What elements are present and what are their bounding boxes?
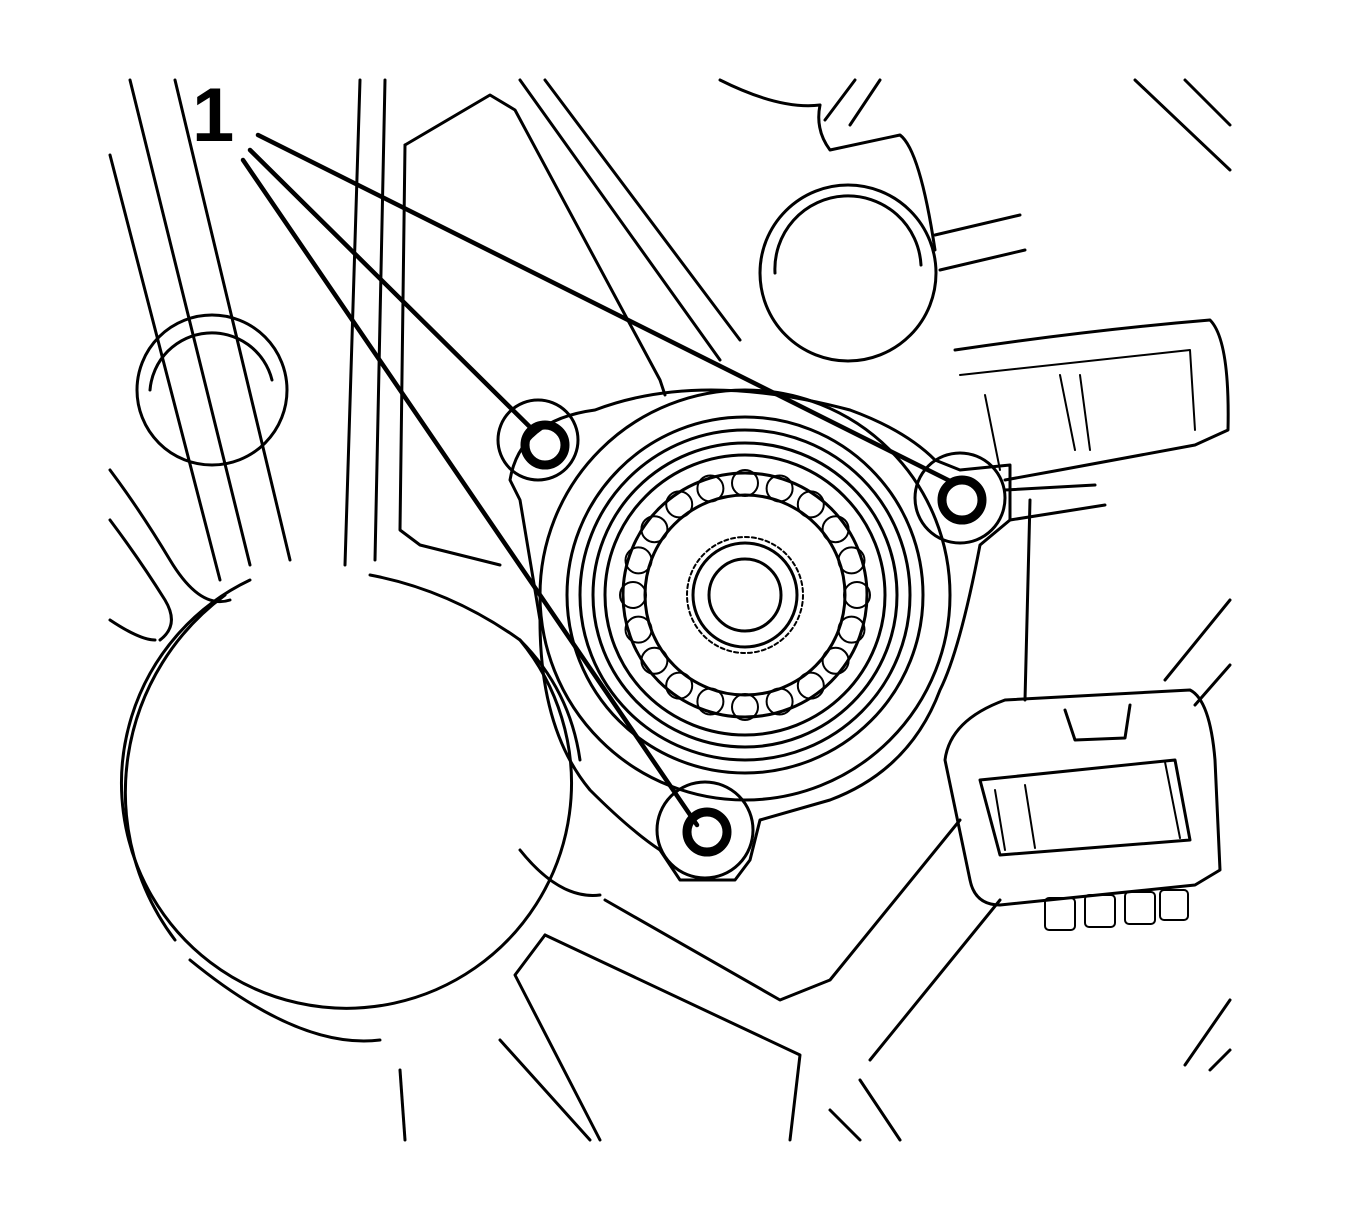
roller	[765, 474, 794, 503]
roller	[624, 546, 653, 575]
lower-bolt	[682, 807, 732, 857]
roller	[696, 474, 725, 503]
leader-line	[240, 157, 700, 828]
callout-label: 1	[192, 73, 235, 158]
roller	[821, 646, 850, 675]
roller	[796, 490, 825, 519]
roller	[765, 687, 794, 716]
roller	[696, 687, 725, 716]
leader-line	[247, 147, 538, 435]
right-bolt	[937, 475, 987, 525]
roller	[624, 615, 653, 644]
right-plug	[758, 183, 938, 363]
roller	[796, 671, 825, 700]
roller	[821, 515, 850, 544]
housing-outline	[108, 78, 1232, 1142]
callout-leaders	[240, 132, 955, 828]
sensor-bracket	[953, 318, 1230, 482]
roller	[731, 469, 759, 497]
roller	[665, 671, 694, 700]
roller	[619, 581, 647, 609]
bolt-holes	[496, 398, 1007, 880]
bearing-assembly	[508, 388, 1012, 882]
roller	[843, 581, 871, 609]
bearing-rollers	[619, 469, 871, 721]
upper-left-bolt	[520, 420, 570, 470]
roller	[640, 646, 669, 675]
connector	[943, 688, 1222, 931]
roller	[731, 693, 759, 721]
roller	[837, 615, 866, 644]
roller	[665, 490, 694, 519]
leader-line	[255, 132, 955, 485]
roller	[837, 546, 866, 575]
roller	[640, 515, 669, 544]
